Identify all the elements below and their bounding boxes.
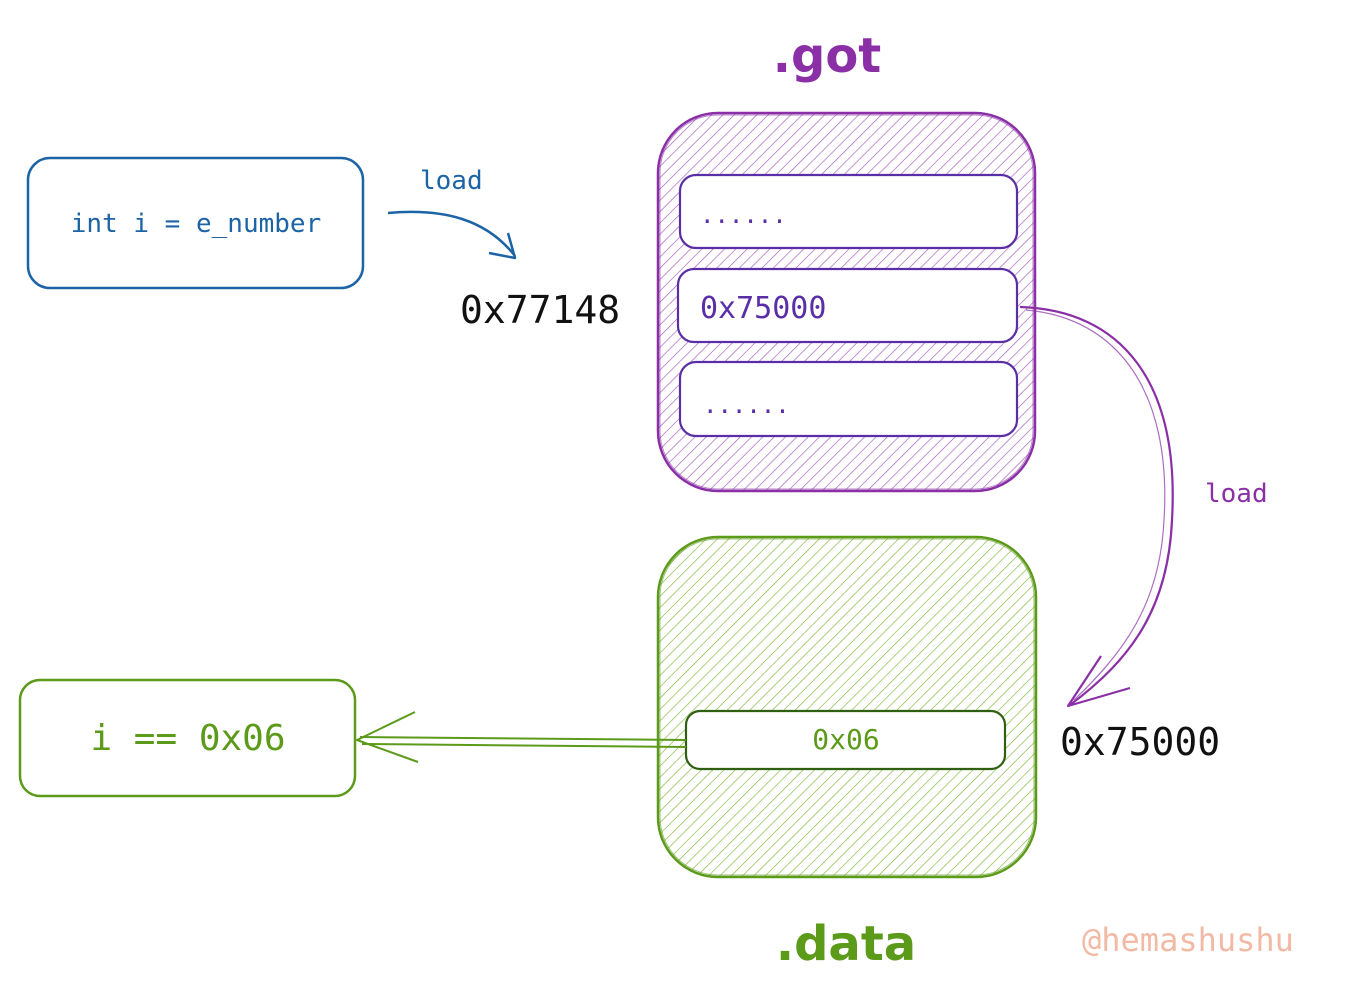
load-label-blue: load — [420, 166, 483, 196]
data-slot: 0x06 — [684, 709, 1007, 771]
data-section — [656, 535, 1038, 879]
data-slot-label: 0x06 — [812, 723, 879, 756]
got-slot-2-label: 0x75000 — [700, 291, 826, 326]
code-box-text: int i = e_number — [71, 209, 321, 239]
result-arrow-green — [356, 711, 687, 763]
result-box: i == 0x06 — [18, 678, 357, 798]
code-box: int i = e_number — [26, 156, 365, 290]
watermark: @hemashushu — [1082, 921, 1294, 959]
got-slot-3: ...... — [678, 360, 1019, 438]
load-label-purple: load — [1205, 479, 1268, 509]
got-address: 0x77148 — [460, 288, 620, 332]
got-slot-3-label: ...... — [703, 391, 790, 419]
data-address: 0x75000 — [1060, 720, 1220, 764]
result-box-text: i == 0x06 — [90, 718, 285, 759]
got-slot-1-label: ...... — [700, 201, 787, 229]
got-slot-2: 0x75000 — [676, 267, 1019, 344]
got-title: .got — [773, 28, 882, 84]
data-title: .data — [776, 916, 916, 972]
load-arrow-purple — [1019, 305, 1174, 708]
got-slot-1: ...... — [678, 173, 1019, 250]
load-arrow-blue — [387, 210, 517, 260]
